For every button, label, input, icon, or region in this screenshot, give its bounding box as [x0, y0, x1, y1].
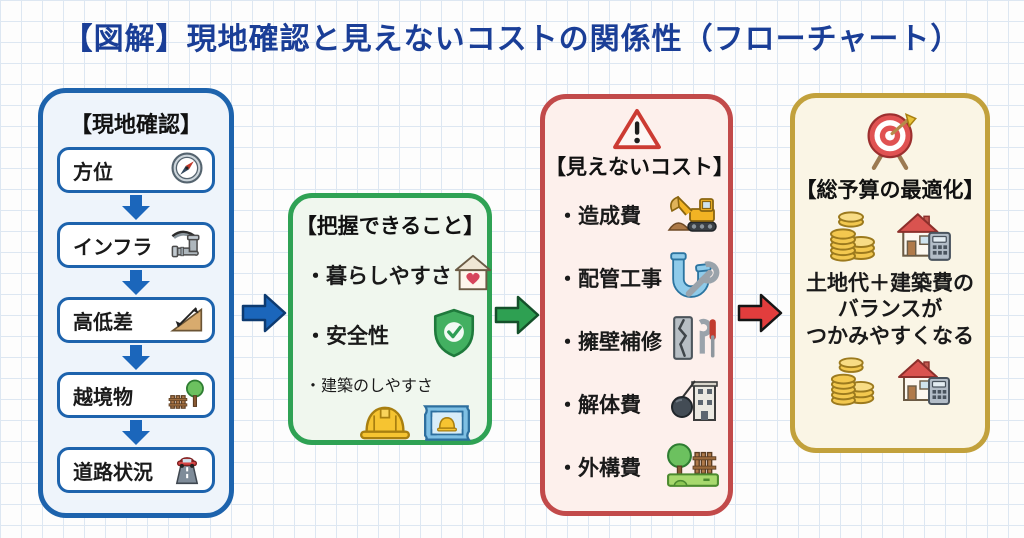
coins-icon [827, 356, 883, 411]
cost-item-youheki: ・擁壁補修 [557, 309, 720, 372]
target-icon [795, 110, 985, 170]
item-label: ・擁壁補修 [557, 330, 662, 354]
hidden-costs-header: 【見えないコスト】 [545, 156, 734, 179]
item-label: 高低差 [73, 311, 133, 334]
site-check-panel: 【現地確認】 方位 インフラ [38, 88, 234, 518]
benefit-item-kurashi: ・暮らしやすさ [305, 246, 491, 304]
benefit-item-anzen: ・安全性 [305, 304, 477, 366]
down-arrow-icon [122, 268, 150, 297]
site-check-item-infra: インフラ [57, 222, 215, 268]
exterior-icon [666, 440, 720, 493]
benefits-panel: 【把握できること】 ・暮らしやすさ ・安全性 ・建築のしやすさ [288, 193, 492, 445]
arrow-benefit-to-cost [494, 294, 540, 341]
cost-item-gaikou: ・外構費 [557, 435, 720, 498]
optimization-icons-bottom [795, 356, 985, 411]
item-label: ・外構費 [557, 456, 641, 480]
optimization-text: 土地代＋建築費の バランスが つかみやすくなる [795, 271, 985, 350]
optimization-panel: 【総予算の最適化】 土地代＋建築費の バランスが つ [790, 93, 990, 453]
down-arrow-icon [122, 193, 150, 222]
item-label: ・解体費 [557, 393, 641, 417]
down-arrow-icon [122, 343, 150, 372]
page-title: 【図解】現地確認と見えないコストの関係性（フローチャート） [62, 23, 962, 56]
arrow-cost-to-goal [737, 292, 783, 339]
benefit-item-kenchiku: ・建築のしやすさ [305, 366, 477, 449]
item-label: ・暮らしやすさ [305, 265, 452, 288]
compass-icon [170, 151, 204, 190]
site-check-header: 【現地確認】 [69, 112, 202, 137]
down-arrow-icon [122, 418, 150, 447]
item-label: ・配管工事 [557, 267, 662, 291]
optimization-header: 【総予算の最適化】 [795, 179, 985, 202]
site-check-item-koutei: 高低差 [57, 297, 215, 343]
house-calculator-icon [895, 210, 953, 267]
excavator-icon [666, 189, 720, 240]
item-label: ・建築のしやすさ [305, 378, 433, 395]
warning-icon [545, 107, 728, 151]
pipes-icon [168, 226, 204, 265]
site-check-item-ekkyou: 越境物 [57, 372, 215, 418]
cost-item-zousei: ・造成費 [557, 183, 720, 246]
benefit-item-icons [305, 402, 477, 449]
road-car-icon [170, 451, 204, 490]
item-label: 越境物 [73, 386, 133, 409]
optimization-icons-top [795, 210, 985, 267]
cost-item-kaitai: ・解体費 [557, 372, 720, 435]
helmet-icon [359, 402, 411, 449]
cost-item-haikan: ・配管工事 [557, 246, 720, 309]
shield-check-icon [431, 308, 477, 363]
arrow-site-to-benefit [241, 292, 287, 339]
item-label: ・安全性 [305, 325, 389, 348]
fence-tree-icon [168, 376, 204, 415]
blueprint-icon [421, 402, 473, 449]
wall-repair-icon [670, 314, 720, 367]
optimization-line: 土地代＋建築費の [806, 272, 974, 295]
optimization-line: つかみやすくなる [806, 324, 974, 348]
site-check-item-douro: 道路状況 [57, 447, 215, 493]
item-label: 道路状況 [73, 461, 153, 484]
house-calculator-icon [895, 356, 953, 411]
site-check-item-houi: 方位 [57, 147, 215, 193]
item-label: ・造成費 [557, 204, 641, 228]
hidden-costs-list: ・造成費 ・配管工事 ・ [545, 181, 728, 498]
item-label: インフラ [73, 236, 153, 259]
site-check-items: 方位 インフラ [43, 147, 229, 493]
coins-icon [827, 210, 883, 267]
slope-icon [170, 302, 204, 339]
optimization-line: バランスが [837, 298, 943, 322]
hidden-costs-panel: 【見えないコスト】 ・造成費 ・配管工事 [540, 94, 734, 516]
item-label: 方位 [73, 161, 113, 184]
pipe-wrench-icon [666, 250, 720, 305]
house-heart-icon [452, 252, 494, 299]
benefits-list: ・暮らしやすさ ・安全性 ・建築のしやすさ [293, 240, 491, 449]
benefits-header: 【把握できること】 [295, 215, 485, 238]
demolition-icon [668, 378, 720, 429]
